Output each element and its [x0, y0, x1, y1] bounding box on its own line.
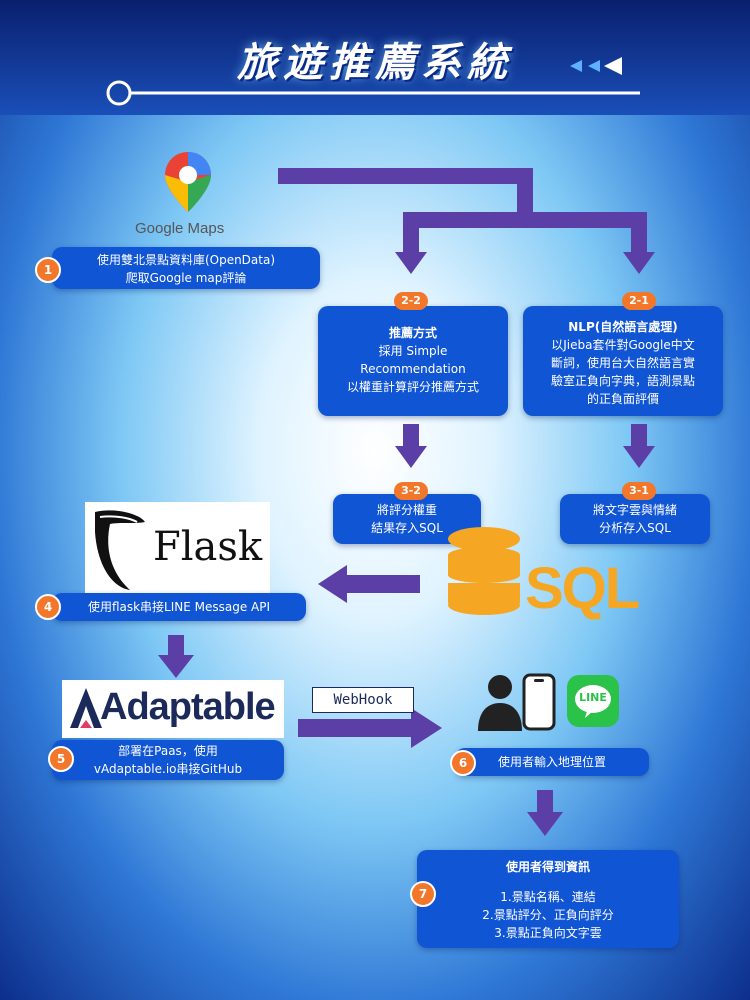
step-4-badge: 4: [35, 594, 61, 620]
step-3-1-box: 將文字雲與情緒 分析存入SQL: [560, 494, 710, 544]
step-3-2-box: 將評分權重 結果存入SQL: [333, 494, 481, 544]
phone-icon: [522, 673, 556, 731]
step-3-2-line-2: 結果存入SQL: [371, 521, 443, 535]
step-2-2-line-1: 推薦方式: [388, 326, 437, 340]
line-logo: LINE: [567, 675, 619, 727]
google-maps-logo-text: Google Maps: [135, 220, 225, 237]
step-2-1-line-3: 斷詞，使用台大自然語言實: [550, 356, 695, 370]
step-1-line-2: 爬取Google map評論: [125, 271, 247, 285]
step-6-badge: 6: [450, 750, 476, 776]
step-2-1-line-4: 驗室正負向字典，語測景點: [550, 374, 695, 388]
step-5-line-2: vAdaptable.io串接GitHub: [93, 762, 243, 776]
step-5-line-1: 部署在Paas，使用: [118, 744, 218, 758]
flask-logo: Flask: [85, 502, 270, 597]
webhook-label: WebHook: [312, 687, 414, 713]
step-3-2-tag: 3-2: [394, 482, 428, 500]
step-1-badge: 1: [35, 257, 61, 283]
adaptable-logo: Adaptable: [62, 680, 284, 738]
step-2-1-line-5: 的正負面評價: [586, 392, 659, 406]
header-band: [0, 0, 750, 115]
step-7-line-3: 3.景點正負向文字雲: [494, 926, 602, 940]
line-chat-bubble-icon: [575, 685, 611, 718]
step-5-box: 部署在Paas，使用 vAdaptable.io串接GitHub: [52, 740, 284, 780]
flask-logo-text: Flask: [153, 524, 263, 570]
step-2-2-line-4: 以權重計算評分推薦方式: [346, 380, 479, 394]
sql-logo-text: SQL: [525, 556, 640, 621]
step-3-2-line-1: 將評分權重: [376, 503, 437, 517]
database-icon: [448, 527, 520, 615]
step-2-2-tag: 2-2: [394, 292, 428, 310]
step-1-box: 使用雙北景點資料庫(OpenData) 爬取Google map評論: [52, 247, 320, 289]
step-4-box: 使用flask串接LINE Message API: [52, 593, 306, 621]
adaptable-a-icon: [70, 688, 102, 728]
step-7-badge: 7: [410, 881, 436, 907]
step-7-box: 使用者得到資訊 1.景點名稱、連結 2.景點評分、正負向評分 3.景點正負向文字…: [417, 850, 679, 948]
flask-horn-icon: [95, 510, 145, 590]
step-5-badge: 5: [48, 746, 74, 772]
step-3-1-line-2: 分析存入SQL: [599, 521, 671, 535]
page-title: 旅遊推薦系統: [237, 40, 513, 86]
step-6-box: 使用者輸入地理位置: [455, 748, 649, 776]
step-6-text: 使用者輸入地理位置: [497, 755, 606, 769]
step-3-1-line-1: 將文字雲與情緒: [592, 503, 677, 517]
user-icon: [478, 675, 522, 731]
step-7-line-1: 1.景點名稱、連結: [500, 890, 596, 904]
step-2-1-line-1: NLP(自然語言處理): [568, 320, 678, 334]
title-decoration: [106, 57, 640, 106]
adaptable-logo-text: Adaptable: [100, 686, 276, 728]
step-4-text: 使用flask串接LINE Message API: [87, 600, 271, 614]
step-2-2-line-2: 採用 Simple: [378, 344, 448, 358]
line-logo-text: LINE: [579, 691, 607, 704]
step-7-title: 使用者得到資訊: [505, 860, 590, 874]
step-2-2-box: 推薦方式 採用 Simple Recommendation 以權重計算評分推薦方…: [318, 306, 508, 416]
step-2-2-line-3: Recommendation: [360, 362, 466, 376]
step-2-1-tag: 2-1: [622, 292, 656, 310]
step-1-line-1: 使用雙北景點資料庫(OpenData): [96, 253, 276, 267]
google-maps-pin-icon: [165, 152, 211, 212]
step-2-1-box: NLP(自然語言處理) 以Jieba套件對Google中文 斷詞，使用台大自然語…: [523, 306, 723, 416]
step-7-line-2: 2.景點評分、正負向評分: [482, 908, 614, 922]
step-2-1-line-2: 以Jieba套件對Google中文: [551, 338, 695, 352]
step-3-1-tag: 3-1: [622, 482, 656, 500]
